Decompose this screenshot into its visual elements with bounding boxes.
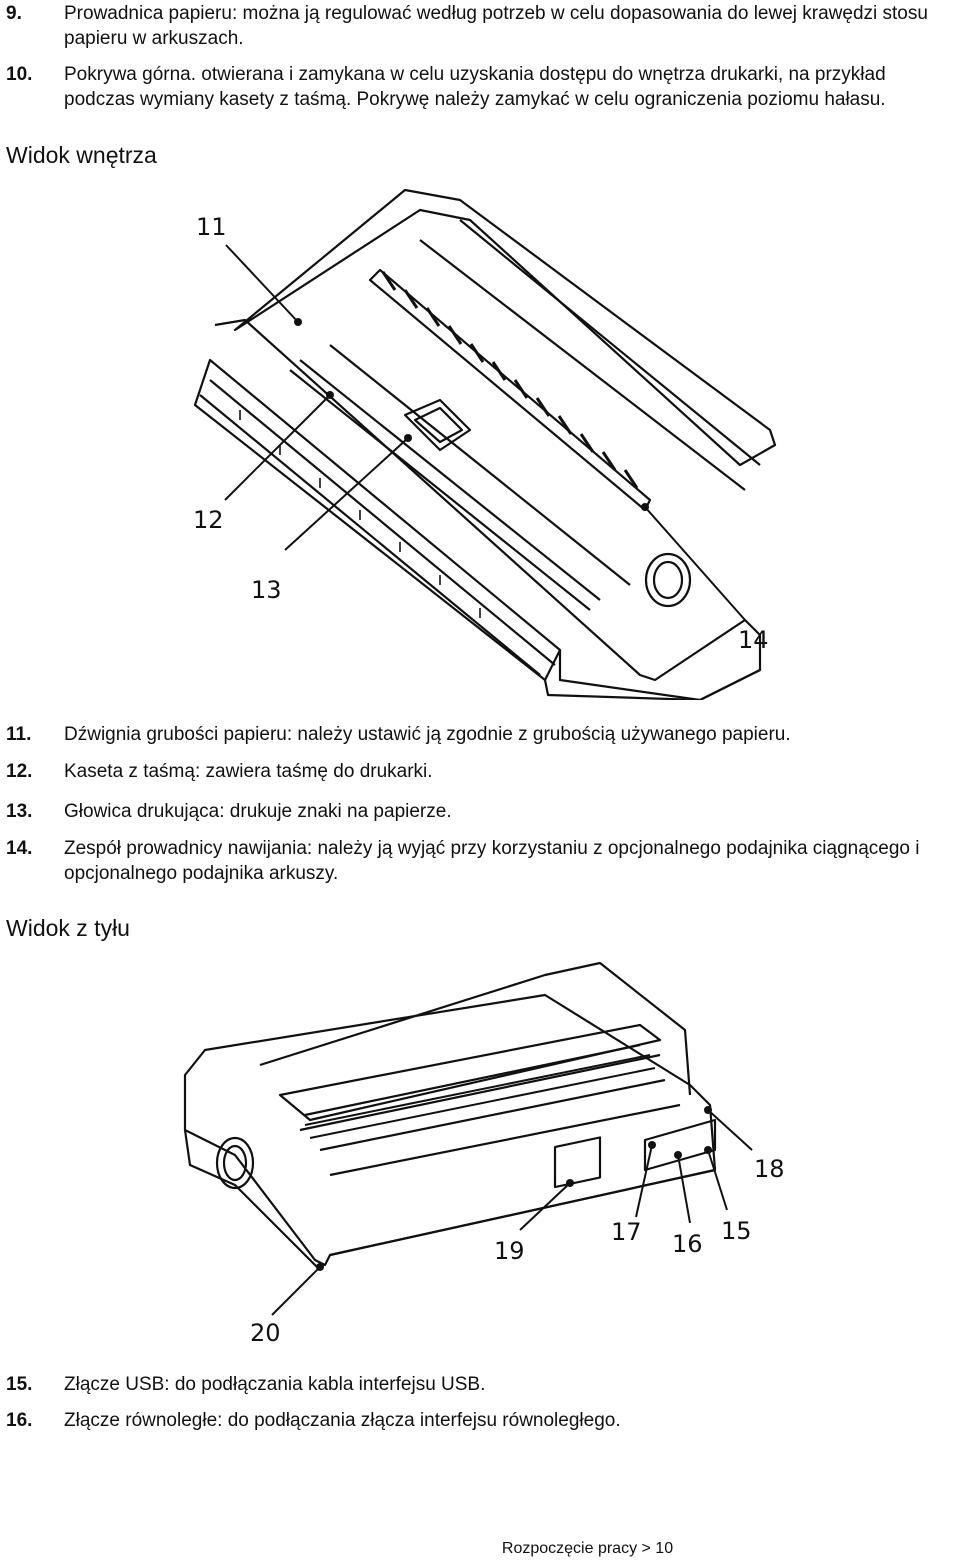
item-text: Złącze równoległe: do podłączania złącza…: [64, 1410, 621, 1431]
callout-20: 20: [250, 1319, 281, 1347]
callout-13: 13: [251, 576, 282, 604]
callout-15: 15: [721, 1217, 752, 1245]
item-text: Pokrywa górna. otwierana i zamykana w ce…: [64, 64, 886, 110]
rear-view-heading: Widok z tyłu: [6, 915, 130, 941]
rear-view-figure: 18 17 16 15 19 20: [0, 955, 960, 1355]
callout-11: 11: [196, 213, 227, 241]
item-number: 14.: [6, 838, 33, 859]
callout-14: 14: [738, 626, 769, 654]
interior-view-heading: Widok wnętrza: [6, 142, 157, 168]
item-text: Złącze USB: do podłączania kabla interfe…: [64, 1374, 486, 1395]
item-number: 11.: [6, 724, 32, 745]
item-number: 9.: [6, 3, 22, 24]
item-text: Głowica drukująca: drukuje znaki na papi…: [64, 801, 452, 822]
interior-printer-illustration: 11 12 13 14: [193, 188, 777, 700]
item-text: Prowadnica papieru: można ją regulować w…: [64, 3, 928, 49]
interior-view-figure: 11 12 13 14: [0, 180, 960, 700]
page-footer: Rozpoczęcie pracy > 10: [0, 1540, 960, 1558]
item-number: 15.: [6, 1374, 33, 1395]
item-number: 16.: [6, 1410, 33, 1431]
item-text: Kaseta z taśmą: zawiera taśmę do drukark…: [64, 761, 433, 782]
callout-18: 18: [754, 1155, 785, 1183]
callout-12: 12: [193, 506, 224, 534]
item-text: Dźwignia grubości papieru: należy ustawi…: [64, 724, 791, 745]
rear-printer-illustration: 18 17 16 15 19 20: [183, 961, 785, 1347]
footer-text: Rozpoczęcie pracy > 10: [501, 1540, 674, 1557]
item-number: 10.: [6, 64, 33, 85]
callout-19: 19: [494, 1237, 525, 1265]
item-number: 13.: [6, 801, 33, 822]
callout-16: 16: [672, 1230, 703, 1258]
item-number: 12.: [6, 761, 33, 782]
item-text: Zespół prowadnicy nawijania: należy ją w…: [64, 838, 920, 884]
callout-17: 17: [611, 1218, 642, 1246]
